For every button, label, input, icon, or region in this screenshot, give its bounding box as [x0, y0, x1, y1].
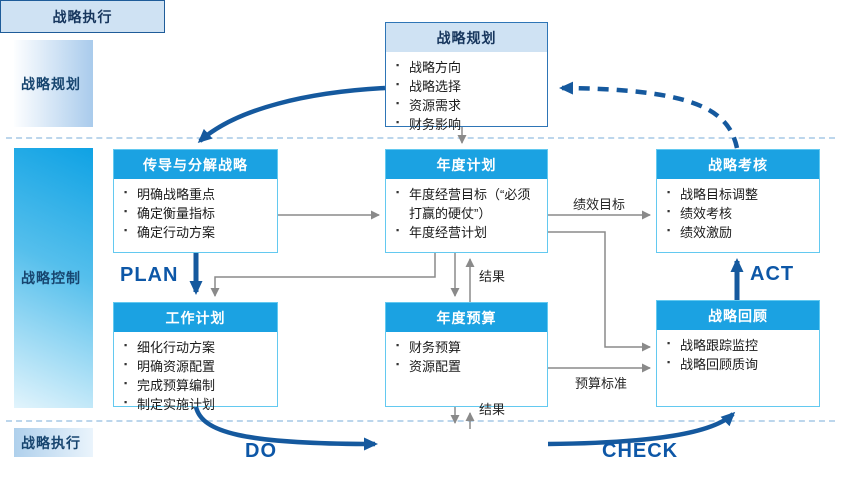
- dashed-separator-top: [6, 137, 835, 139]
- band-label: 战略控制: [21, 270, 81, 286]
- box-strategy-assessment: 战略考核 战略目标调整 绩效考核 绩效激励: [656, 149, 820, 253]
- list-item: 财务预算: [394, 339, 541, 358]
- band-strategic-control: 战略控制: [14, 148, 93, 408]
- box-body: 战略方向 战略选择 资源需求 财务影响: [386, 52, 547, 138]
- edge-label-result-upper: 结果: [479, 269, 506, 284]
- cycle-label-plan: PLAN: [120, 264, 179, 286]
- list-item: 明确战略重点: [122, 186, 271, 205]
- list-item: 确定衡量指标: [122, 205, 271, 224]
- list-item: 确定行动方案: [122, 224, 271, 243]
- box-title: 战略规划: [386, 23, 547, 52]
- band-label: 战略规划: [21, 75, 81, 92]
- list-item: 年度经营计划: [394, 224, 541, 243]
- list-item: 完成预算编制: [122, 377, 271, 396]
- list-item: 细化行动方案: [122, 339, 271, 358]
- box-transmit-decompose: 传导与分解战略 明确战略重点 确定衡量指标 确定行动方案: [113, 149, 278, 253]
- line-annualplan-to-workplan: [210, 253, 436, 297]
- box-title: 战略回顾: [657, 301, 819, 330]
- list-item: 绩效激励: [665, 224, 813, 243]
- box-body: 明确战略重点 确定衡量指标 确定行动方案: [114, 179, 277, 252]
- box-strategic-planning: 战略规划 战略方向 战略选择 资源需求 财务影响: [385, 22, 548, 132]
- list-item: 制定实施计划: [122, 396, 271, 415]
- bullet-list: 年度经营目标（“必须打赢的硬仗”） 年度经营计划: [394, 186, 541, 243]
- box-title: 年度预算: [386, 303, 547, 332]
- box-title: 年度计划: [386, 150, 547, 179]
- list-item: 明确资源配置: [122, 358, 271, 377]
- box-body: 战略跟踪监控 战略回顾质询: [657, 330, 819, 406]
- arrow-assessment-to-planning-dashed: [559, 81, 740, 149]
- line-annualplan-to-review: [548, 231, 651, 352]
- list-item: 资源配置: [394, 358, 541, 377]
- dashed-separator-bottom: [6, 420, 835, 422]
- list-item: 财务影响: [394, 116, 541, 135]
- box-strategy-execution: 战略执行: [0, 0, 165, 33]
- bullet-list: 明确战略重点 确定衡量指标 确定行动方案: [122, 186, 271, 243]
- box-title: 传导与分解战略: [114, 150, 277, 179]
- list-item: 资源需求: [394, 97, 541, 116]
- bullet-list: 战略目标调整 绩效考核 绩效激励: [665, 186, 813, 243]
- box-annual-budget: 年度预算 财务预算 资源配置: [385, 302, 548, 407]
- cycle-label-do: DO: [245, 440, 277, 462]
- box-title: 工作计划: [114, 303, 277, 332]
- list-item: 战略选择: [394, 78, 541, 97]
- bullet-list: 细化行动方案 明确资源配置 完成预算编制 制定实施计划: [122, 339, 271, 414]
- edge-label-performance-target: 绩效目标: [572, 197, 625, 212]
- bullet-list: 财务预算 资源配置: [394, 339, 541, 377]
- list-item: 战略回顾质询: [665, 356, 813, 375]
- box-work-plan: 工作计划 细化行动方案 明确资源配置 完成预算编制 制定实施计划: [113, 302, 278, 412]
- list-item: 绩效考核: [665, 205, 813, 224]
- box-strategy-review: 战略回顾 战略跟踪监控 战略回顾质询: [656, 300, 820, 407]
- bullet-list: 战略跟踪监控 战略回顾质询: [665, 337, 813, 375]
- arrow-planning-to-transmit: [197, 85, 386, 143]
- band-strategic-execution: 战略执行: [14, 428, 93, 457]
- edge-label-budget-standard: 预算标准: [574, 376, 627, 391]
- box-body: 财务预算 资源配置: [386, 332, 547, 406]
- list-item: 战略方向: [394, 59, 541, 78]
- list-item: 战略目标调整: [665, 186, 813, 205]
- band-label: 战略执行: [21, 434, 81, 451]
- edge-label-result-lower: 结果: [479, 402, 506, 417]
- cycle-label-act: ACT: [750, 263, 795, 285]
- box-body: 年度经营目标（“必须打赢的硬仗”） 年度经营计划: [386, 179, 547, 252]
- list-item: 战略跟踪监控: [665, 337, 813, 356]
- box-annual-plan: 年度计划 年度经营目标（“必须打赢的硬仗”） 年度经营计划: [385, 149, 548, 253]
- list-item: 年度经营目标（“必须打赢的硬仗”）: [394, 186, 541, 224]
- box-title: 战略考核: [657, 150, 819, 179]
- cycle-label-check: CHECK: [602, 440, 679, 462]
- band-strategic-planning: 战略规划: [14, 40, 93, 127]
- bullet-list: 战略方向 战略选择 资源需求 财务影响: [394, 59, 541, 134]
- box-body: 细化行动方案 明确资源配置 完成预算编制 制定实施计划: [114, 332, 277, 418]
- box-body: 战略目标调整 绩效考核 绩效激励: [657, 179, 819, 252]
